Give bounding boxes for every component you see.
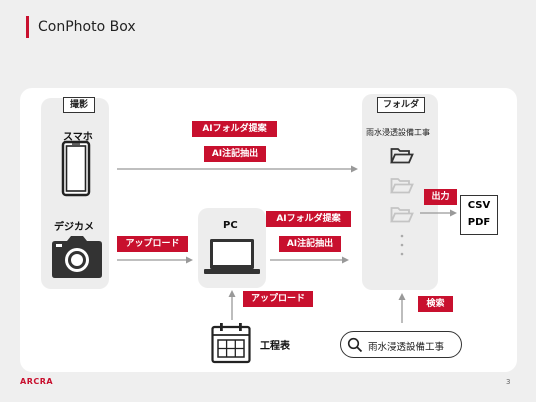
page-title: ConPhoto Box	[38, 19, 136, 35]
upload-badge-camera: アップロード	[117, 236, 188, 252]
schedule-label: 工程表	[260, 341, 290, 352]
ai-annotation-extract-badge-top: AI注記抽出	[204, 146, 266, 162]
upload-badge-schedule: アップロード	[243, 291, 313, 307]
smartphone-icon	[61, 140, 91, 197]
output-badge: 出力	[424, 189, 457, 205]
folder-section-label: フォルダ	[377, 97, 425, 113]
footer-logo: ARCRA	[20, 377, 54, 386]
output-formats-box: CSV PDF	[460, 195, 498, 235]
camera-icon	[52, 236, 102, 278]
page-number: 3	[506, 378, 511, 386]
ai-folder-suggest-badge-top: AIフォルダ提案	[192, 121, 277, 137]
search-badge: 検索	[418, 296, 453, 312]
calendar-icon	[211, 323, 251, 364]
search-icon	[347, 337, 363, 353]
csv-label: CSV	[467, 200, 491, 211]
ai-annotation-extract-badge-pc: AI注記抽出	[279, 236, 341, 252]
laptop-icon	[204, 239, 260, 274]
ai-folder-suggest-badge-pc: AIフォルダ提案	[266, 211, 351, 227]
search-box[interactable]: 雨水浸透設備工事	[340, 331, 462, 358]
capture-section-label: 撮影	[63, 97, 95, 113]
folder-open-icon	[390, 148, 414, 164]
title-accent-bar	[26, 16, 29, 38]
search-query-text: 雨水浸透設備工事	[368, 342, 445, 353]
ellipsis-icon	[400, 234, 404, 256]
camera-label: デジカメ	[54, 222, 94, 233]
folder-icon-faded-1	[390, 178, 414, 194]
smartphone-label: スマホ	[63, 132, 93, 143]
pdf-label: PDF	[467, 217, 491, 228]
pc-label: PC	[223, 220, 238, 231]
folder-icon-faded-2	[390, 207, 414, 223]
folder-name-label: 雨水浸透設備工事	[366, 128, 430, 137]
